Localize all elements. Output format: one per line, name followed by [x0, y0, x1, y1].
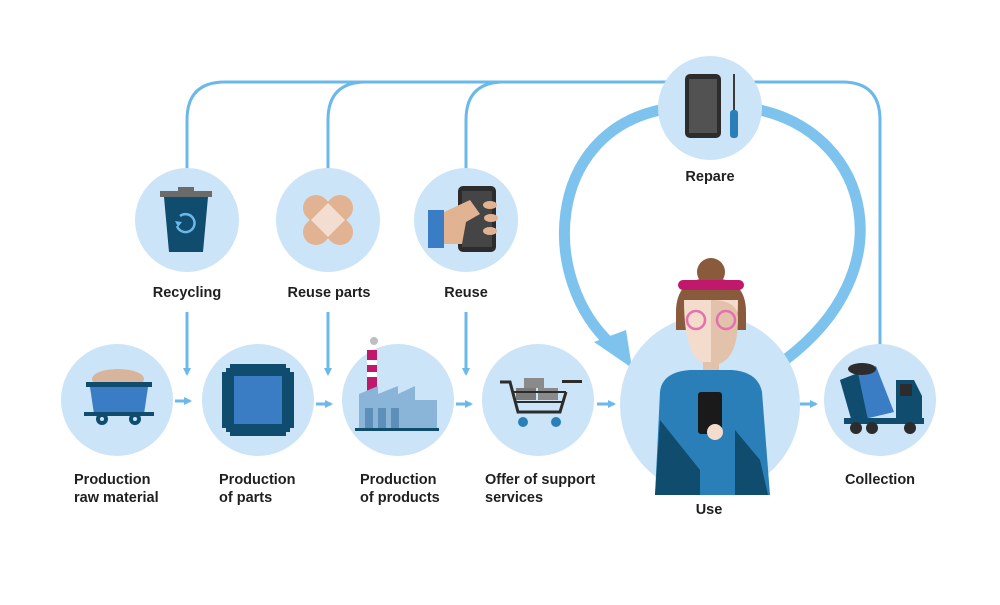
reuse-node — [414, 168, 518, 272]
return-lines — [185, 80, 882, 345]
label-reuse: Reuse — [444, 285, 488, 301]
repare-node — [658, 56, 762, 160]
label-production-of-products: Production of products — [360, 472, 440, 506]
services-node — [482, 344, 594, 456]
line-to-recycling — [185, 80, 710, 170]
reuse-parts-node — [276, 168, 380, 272]
label-use: Use — [695, 502, 723, 518]
line-to-reuse-parts — [326, 80, 367, 170]
line-to-reuse — [464, 80, 505, 170]
dump-truck-icon — [840, 363, 924, 434]
bandage-icon — [302, 194, 354, 246]
label-production-of-parts: Production of parts — [219, 472, 296, 506]
products-node — [342, 337, 454, 456]
label-collection: Collection — [844, 472, 916, 488]
label-offer-of-support-services: Offer of support services — [485, 472, 596, 506]
label-repare: Repare — [685, 169, 735, 185]
recycling-node — [135, 168, 239, 272]
phone-screwdriver-icon — [685, 74, 738, 138]
mine-cart-icon — [84, 369, 154, 425]
woman-with-phone-icon — [655, 258, 770, 495]
microchip-icon — [222, 364, 294, 436]
raw-material-node — [61, 344, 173, 456]
down-arrows — [183, 312, 470, 376]
chain-arrows — [175, 397, 818, 408]
label-recycling: Recycling — [152, 285, 222, 301]
label-reuse-parts: Reuse parts — [287, 285, 371, 301]
parts-node — [202, 344, 314, 456]
line-from-collection — [710, 80, 882, 345]
repair-loop-arrow — [558, 104, 866, 368]
shopping-cart-icon — [500, 378, 582, 427]
label-production-raw-material: Production raw material — [74, 472, 159, 506]
factory-icon — [355, 337, 439, 431]
collection-node — [824, 344, 936, 456]
use-node — [620, 258, 800, 495]
recycle-bin-icon — [160, 187, 212, 252]
hand-phone-icon — [428, 186, 498, 252]
